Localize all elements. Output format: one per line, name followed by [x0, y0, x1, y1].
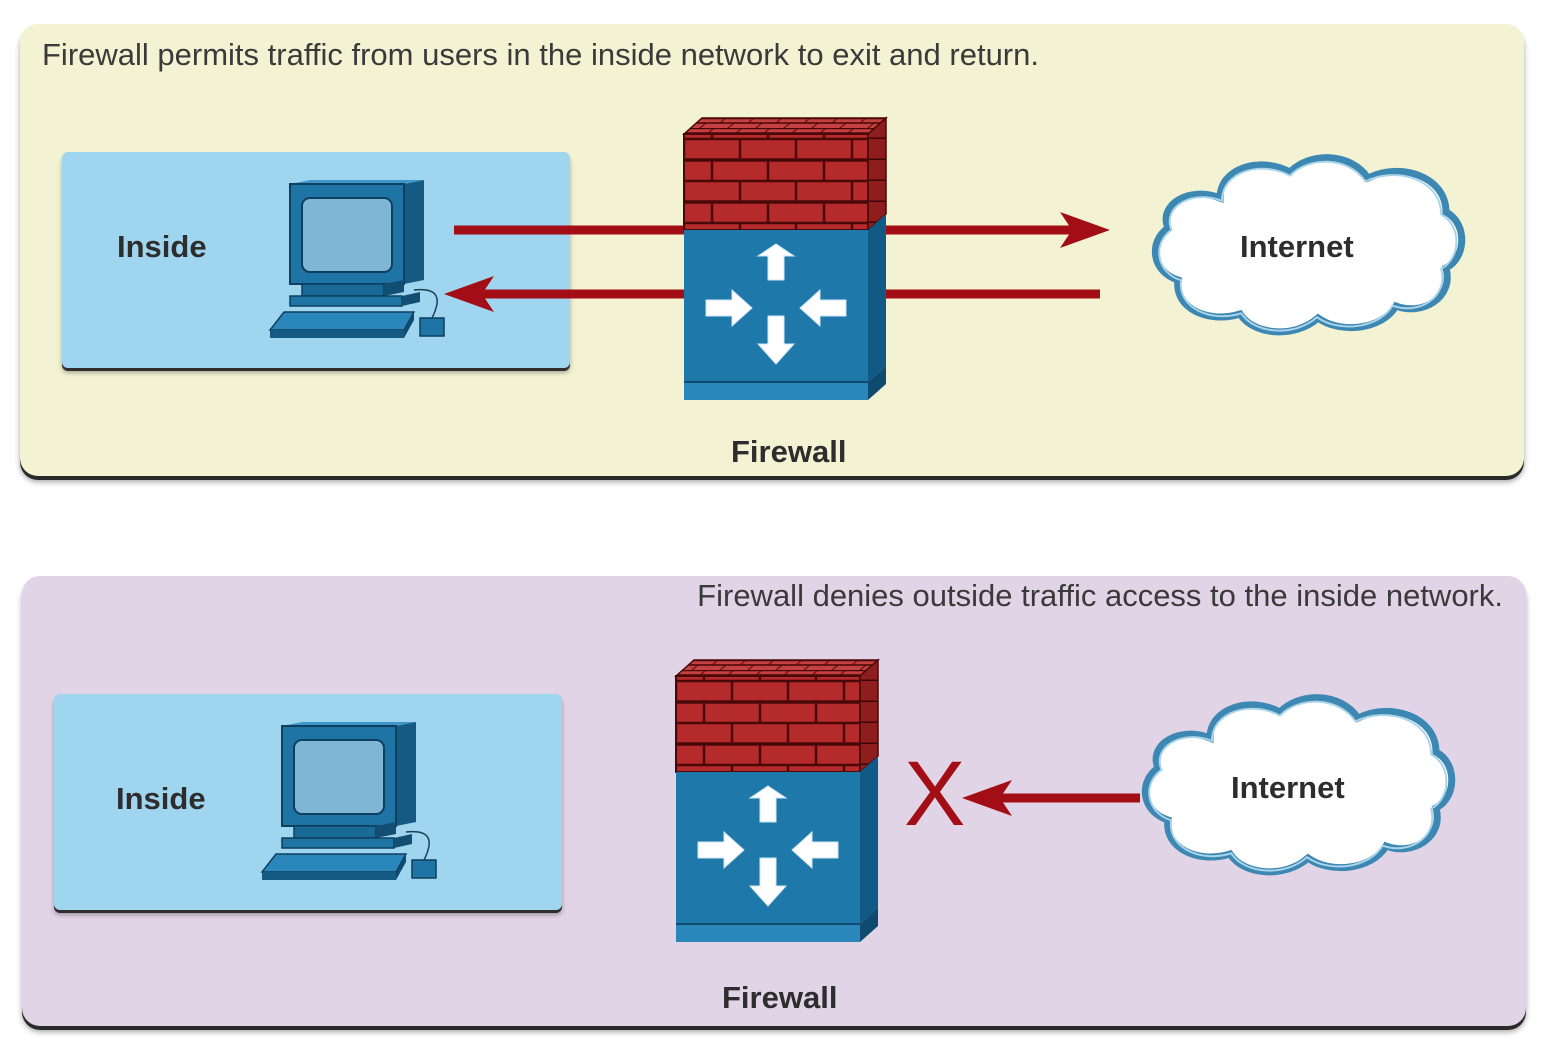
- firewall-label: Firewall: [722, 980, 838, 1015]
- blocked-mark: X: [904, 743, 966, 845]
- computer-icon: [261, 721, 437, 881]
- permit-caption: Firewall permits traffic from users in t…: [42, 37, 1039, 72]
- computer-icon: [269, 179, 445, 339]
- inside-label: Inside: [117, 229, 207, 264]
- deny-caption: Firewall denies outside traffic access t…: [697, 578, 1503, 613]
- inbound-traffic-arrow: [962, 780, 1140, 816]
- inside-label: Inside: [116, 781, 206, 816]
- internet-label: Internet: [1231, 770, 1345, 805]
- firewall-icon: [683, 117, 887, 401]
- internet-label: Internet: [1240, 229, 1354, 264]
- firewall-icon: [675, 659, 879, 943]
- firewall-label: Firewall: [731, 434, 847, 469]
